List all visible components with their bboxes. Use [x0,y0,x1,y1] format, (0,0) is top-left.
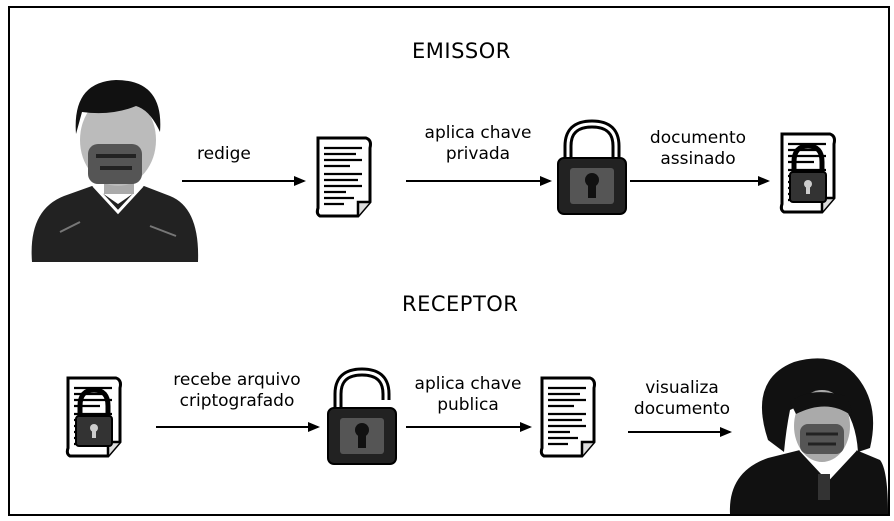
person-receptor-icon [729,358,888,514]
person-emissor-icon [31,80,199,262]
label-recebe-arquivo-line1: recebe arquivo [173,370,301,390]
label-visualiza-documento-line1: visualiza [645,378,719,398]
label-visualiza-documento-line2: documento [633,399,731,419]
label-aplica-chave-publica-line2: publica [437,395,499,415]
label-documento-assinado: documento assinado [624,128,772,170]
label-aplica-chave-privada-line1: aplica chave [424,123,532,143]
padlock-closed-icon [558,124,626,214]
label-recebe-arquivo-line2: criptografado [179,391,295,411]
document-icon [315,136,372,218]
encrypted-document-icon [67,378,120,456]
label-visualiza-documento: visualiza documento [620,378,744,420]
label-aplica-chave-publica-line1: aplica chave [414,374,522,394]
label-recebe-arquivo: recebe arquivo criptografado [152,370,322,412]
padlock-open-icon [328,372,396,464]
label-aplica-chave-privada-line2: privada [445,144,511,164]
emissor-title: EMISSOR [412,39,511,63]
label-documento-assinado-line2: assinado [660,149,736,169]
label-documento-assinado-line1: documento [649,128,747,148]
signed-document-icon [781,134,834,212]
label-aplica-chave-publica: aplica chave publica [398,374,538,416]
decrypted-document-icon [539,376,596,458]
label-aplica-chave-privada: aplica chave privada [404,123,552,165]
label-redige: redige [197,144,251,164]
receptor-title: RECEPTOR [402,292,519,316]
